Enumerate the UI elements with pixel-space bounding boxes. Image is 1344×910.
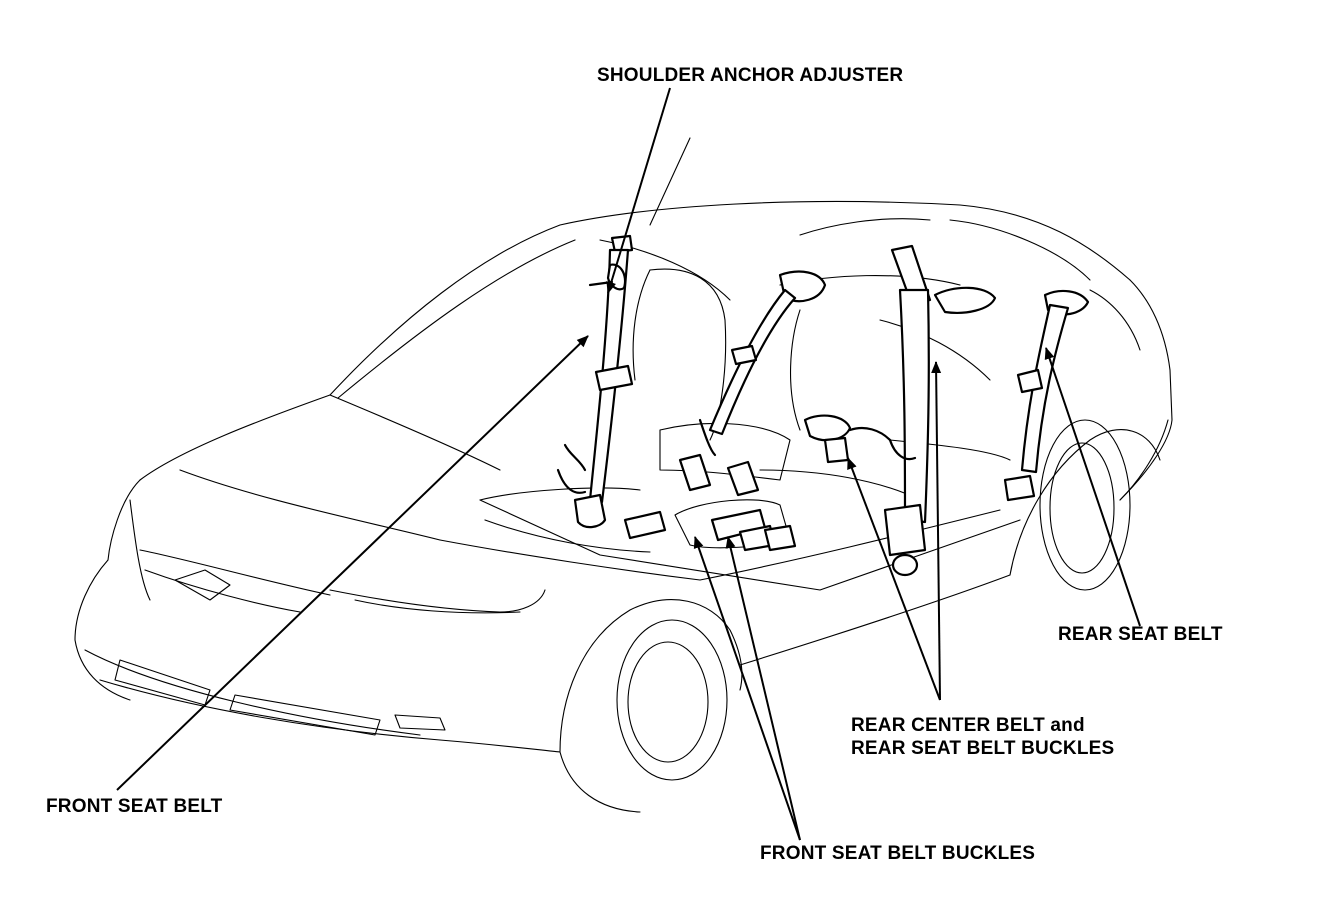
label-front-seat-belt-buckles: FRONT SEAT BELT BUCKLES <box>760 843 1036 864</box>
leader-rear-center-belt <box>931 361 942 701</box>
passenger-front-belt-assembly <box>698 270 827 457</box>
leader-front-buckle-left <box>693 536 801 841</box>
leader-rear-seat-belt <box>1044 347 1141 627</box>
label-rear-center-belt-line2: REAR SEAT BELT BUCKLES <box>851 738 1115 759</box>
leader-lines <box>116 87 1141 841</box>
car-body-outline <box>74 200 1173 813</box>
leader-shoulder-anchor-adjuster <box>606 87 671 294</box>
rear-center-belt-assembly <box>883 244 997 577</box>
rear-seat-belt-buckles <box>803 414 892 464</box>
rear-seat-belt-assembly <box>1003 289 1090 502</box>
label-rear-seat-belt: REAR SEAT BELT <box>1058 624 1223 645</box>
leader-rear-buckles <box>847 457 941 701</box>
label-front-seat-belt: FRONT SEAT BELT <box>46 796 223 817</box>
front-seat-belt-assembly <box>556 234 634 529</box>
label-rear-center-belt-line1: REAR CENTER BELT and <box>851 715 1085 736</box>
label-shoulder-anchor-adjuster: SHOULDER ANCHOR ADJUSTER <box>597 65 904 86</box>
front-seat-belt-buckle-parts <box>623 453 797 552</box>
leader-front-buckle-right <box>725 536 801 841</box>
leader-front-seat-belt <box>116 335 589 791</box>
